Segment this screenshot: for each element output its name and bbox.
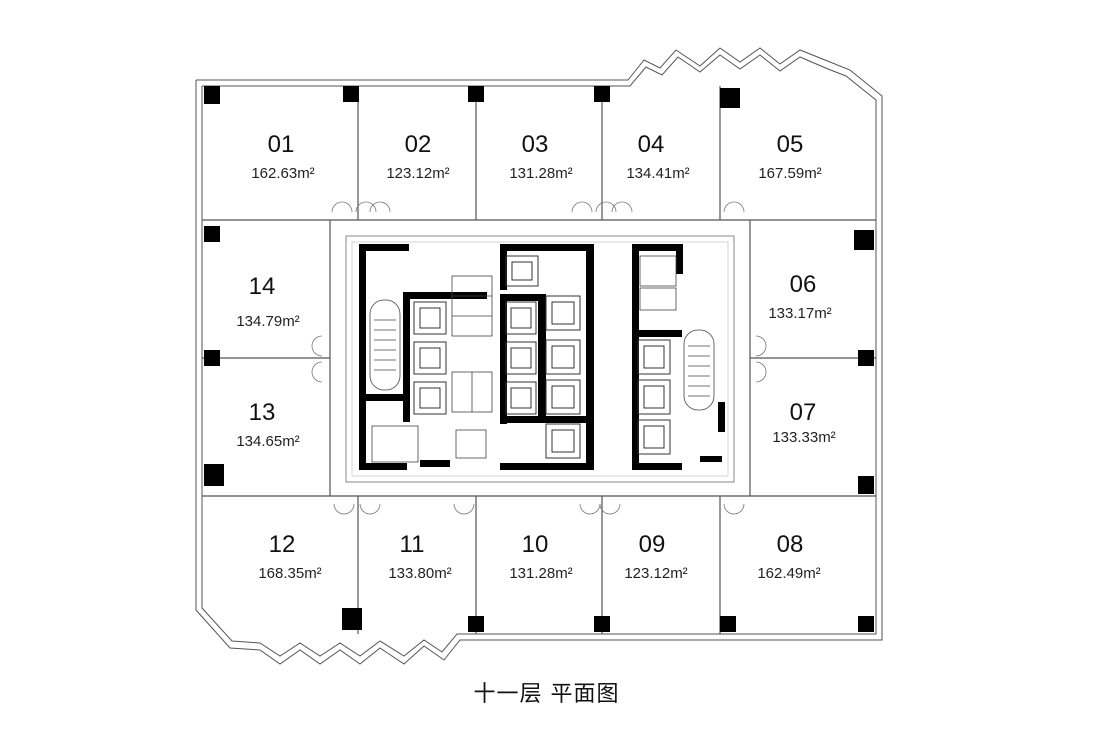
unit-number: 09 [639, 531, 666, 558]
structural-columns [204, 86, 874, 632]
unit-area: 123.12m² [624, 565, 687, 582]
unit-area: 162.63m² [251, 165, 314, 182]
unit-area: 134.79m² [236, 313, 299, 330]
unit-number: 12 [269, 531, 296, 558]
unit-labels: 01 162.63m² 02 123.12m² 03 131.28m² 04 1… [236, 131, 835, 582]
unit-number: 14 [249, 273, 276, 300]
unit-area: 123.12m² [386, 165, 449, 182]
unit-number: 04 [638, 131, 665, 158]
unit-number: 13 [249, 399, 276, 426]
unit-number: 11 [400, 531, 425, 558]
unit-area: 131.28m² [509, 165, 572, 182]
floor-plan-title: 十一层 平面图 [473, 682, 620, 707]
unit-number: 03 [522, 131, 549, 158]
unit-area: 167.59m² [758, 165, 821, 182]
unit-area: 133.80m² [388, 565, 451, 582]
building-outline [195, 47, 883, 665]
unit-area: 133.17m² [768, 305, 831, 322]
unit-area: 134.41m² [626, 165, 689, 182]
unit-area: 168.35m² [258, 565, 321, 582]
unit-area: 134.65m² [236, 433, 299, 450]
door-swings [311, 201, 767, 515]
unit-number: 08 [777, 531, 804, 558]
unit-number: 10 [522, 531, 549, 558]
building-core [345, 235, 735, 483]
unit-area: 131.28m² [509, 565, 572, 582]
unit-number: 02 [405, 131, 432, 158]
unit-number: 05 [777, 131, 804, 158]
unit-number: 06 [790, 271, 817, 298]
unit-area: 162.49m² [757, 565, 820, 582]
unit-number: 01 [268, 131, 295, 158]
partition-walls [202, 86, 876, 634]
unit-area: 133.33m² [772, 429, 835, 446]
unit-number: 07 [790, 399, 817, 426]
